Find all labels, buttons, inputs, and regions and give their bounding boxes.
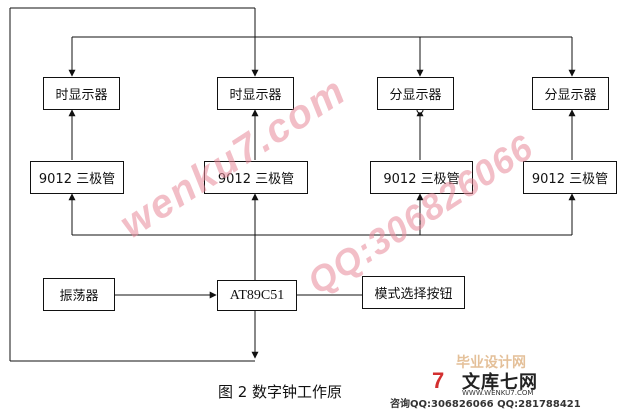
minute-display-2: 分显示器 <box>532 77 609 110</box>
transistor-4: 9012 三极管 <box>523 161 617 194</box>
transistor-2-label: 9012 三极管 <box>217 172 295 187</box>
transistor-1-label: 9012 三极管 <box>38 172 116 187</box>
mode-select-label: 模式选择按钮 <box>374 287 453 302</box>
minute-display-1-label: 分显示器 <box>389 88 442 103</box>
mode-select-button-block: 模式选择按钮 <box>362 276 465 309</box>
transistor-2: 9012 三极管 <box>204 161 308 194</box>
logo-contact: 咨询QQ:306826066 QQ:281788421 <box>390 399 581 410</box>
oscillator-label: 振荡器 <box>59 289 99 304</box>
figure-caption: 图 2 数字钟工作原 <box>217 383 343 401</box>
site-logo: 7 文库七网 WWW.WENKU7.COM 咨询QQ:306826066 QQ:… <box>390 362 623 410</box>
mcu-label: AT89C51 <box>229 287 285 303</box>
logo-mark-icon: 7 <box>432 368 445 393</box>
hour-display-2-label: 时显示器 <box>229 88 282 103</box>
logo-title: 文库七网 <box>462 372 538 393</box>
hour-display-1: 时显示器 <box>43 77 120 110</box>
minute-display-1: 分显示器 <box>377 77 454 110</box>
mcu-block: AT89C51 <box>217 280 297 311</box>
minute-display-2-label: 分显示器 <box>544 88 597 103</box>
transistor-4-label: 9012 三极管 <box>531 172 609 187</box>
logo-url: WWW.WENKU7.COM <box>462 389 534 397</box>
hour-display-2: 时显示器 <box>217 77 294 110</box>
transistor-3: 9012 三极管 <box>370 161 473 194</box>
transistor-3-label: 9012 三极管 <box>383 172 460 187</box>
transistor-1: 9012 三极管 <box>30 161 124 194</box>
oscillator-block: 振荡器 <box>43 278 115 311</box>
hour-display-1-label: 时显示器 <box>55 88 108 103</box>
